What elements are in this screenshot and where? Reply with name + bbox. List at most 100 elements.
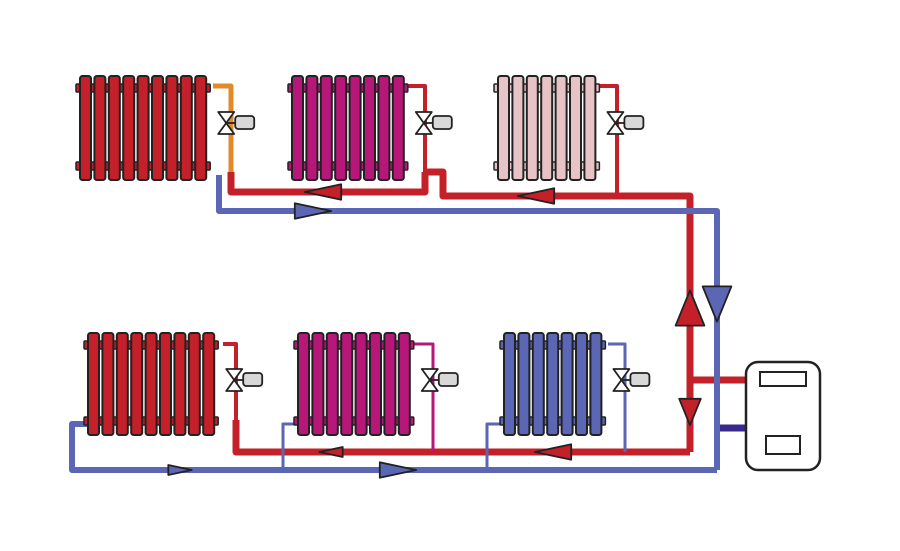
radiator-fin [497, 75, 510, 181]
radiator-fin [291, 75, 304, 181]
radiator-fin [107, 75, 121, 181]
radiator-fin [560, 332, 574, 436]
radiator-fin [194, 75, 208, 181]
radiator-fin [354, 332, 368, 436]
boiler-hatch [765, 435, 801, 455]
flow-arrow-icon [678, 397, 702, 427]
valve-upper-triangle [414, 111, 433, 124]
valve-lower-triangle [217, 122, 236, 135]
radiator-fin [87, 332, 100, 436]
pipe-segment [608, 342, 627, 452]
valve-icon [225, 368, 264, 392]
radiator [493, 75, 645, 181]
radiator-fin [363, 75, 376, 181]
pipe-network [69, 83, 746, 473]
radiator-fin [187, 332, 201, 436]
radiator [75, 75, 256, 181]
flow-arrow-icon [303, 183, 343, 201]
radiator-fin [540, 75, 554, 181]
radiator-fin [144, 332, 158, 436]
radiator-fin [93, 75, 107, 181]
radiator-fin [569, 75, 582, 181]
radiator-fin [575, 332, 588, 436]
radiator-fin [202, 332, 216, 436]
pipe-segment [216, 175, 720, 470]
valve-lower-triangle [612, 379, 631, 392]
valve-upper-triangle [612, 368, 631, 381]
pipe-segment [213, 83, 234, 172]
radiator-fin [340, 332, 354, 436]
radiator-fin [503, 332, 516, 436]
radiator-fin [325, 332, 339, 436]
boiler-body [744, 360, 822, 472]
radiator-fin [583, 75, 597, 181]
valve-lower-triangle [225, 379, 244, 392]
radiator-fin [348, 75, 362, 181]
radiator-fin [122, 75, 136, 181]
radiator-fin [334, 75, 348, 181]
radiator-fin [531, 332, 545, 436]
valve-actuator [629, 372, 651, 387]
radiator-fin [173, 332, 187, 436]
radiator-fin [130, 332, 144, 436]
radiator [287, 75, 453, 181]
pipe-segment [485, 422, 504, 470]
valve-actuator [234, 115, 256, 130]
radiator-fin [511, 75, 525, 181]
radiator-fin [101, 332, 115, 436]
radiator [293, 332, 459, 436]
valve-lower-triangle [606, 122, 625, 135]
radiator-fin [589, 332, 603, 436]
valve-icon [414, 111, 453, 135]
radiator-fin [136, 75, 150, 181]
pipe-segment [223, 342, 238, 420]
flow-arrow-icon [533, 443, 573, 461]
pipe-segment [414, 342, 435, 452]
valve-upper-triangle [217, 111, 236, 124]
radiator-fin [115, 332, 129, 436]
radiator-fin [311, 332, 325, 436]
valve-icon [612, 368, 651, 392]
radiator-fin [297, 332, 310, 436]
flow-arrow-icon [516, 187, 556, 205]
valve-upper-triangle [225, 368, 244, 381]
boiler [744, 360, 822, 472]
valve-icon [606, 111, 645, 135]
flow-arrow-icon [701, 285, 733, 323]
pipe-segment [281, 422, 298, 470]
valve-lower-triangle [420, 379, 439, 392]
flow-arrow-icon [318, 446, 344, 458]
radiator-fin [165, 75, 179, 181]
flow-arrow-icon [674, 289, 706, 327]
radiator [83, 332, 264, 436]
radiator-fin [151, 75, 164, 181]
radiator-fin [391, 75, 405, 181]
valve-actuator [437, 372, 459, 387]
radiator-fin [383, 332, 397, 436]
radiator-fin [554, 75, 568, 181]
flow-arrow-icon [293, 202, 333, 220]
radiator-fin [179, 75, 193, 181]
valve-icon [420, 368, 459, 392]
flow-arrow-group [167, 183, 733, 479]
flow-arrow-icon [378, 461, 418, 479]
valve-icon [217, 111, 256, 135]
valve-upper-triangle [420, 368, 439, 381]
radiator-fin [159, 332, 172, 436]
radiator [499, 332, 651, 436]
valve-lower-triangle [414, 122, 433, 135]
flow-arrow-icon [167, 464, 193, 476]
radiator-fin [397, 332, 411, 436]
valve-actuator [623, 115, 645, 130]
radiator-fin [525, 75, 539, 181]
radiator-fin [546, 332, 560, 436]
pipe-segment [408, 84, 427, 172]
boiler-icon [744, 360, 822, 472]
radiator-fin [305, 75, 319, 181]
radiator-fin [377, 75, 391, 181]
valve-actuator [242, 372, 264, 387]
valve-upper-triangle [606, 111, 625, 124]
radiator-fin [369, 332, 382, 436]
valve-actuator [431, 115, 453, 130]
